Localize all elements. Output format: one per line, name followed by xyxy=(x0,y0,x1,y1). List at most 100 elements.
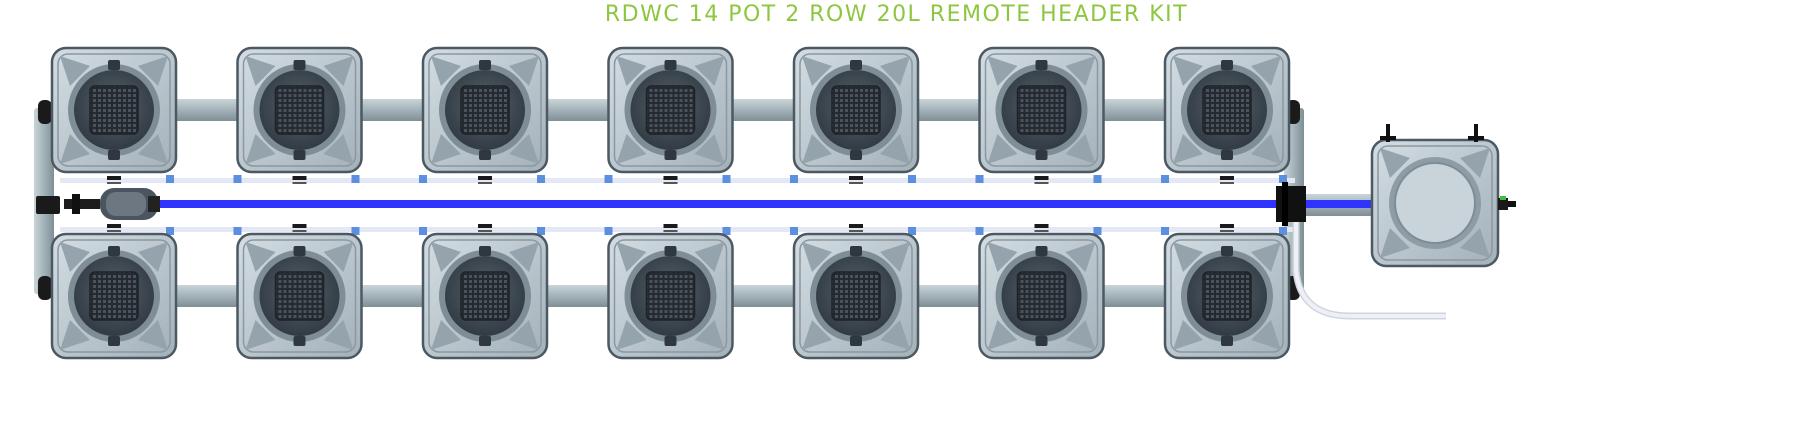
lid-tab xyxy=(293,60,306,70)
air-clip xyxy=(908,227,916,235)
pot-icon xyxy=(50,46,178,174)
pot-corner xyxy=(323,56,354,86)
pot-corner xyxy=(431,320,461,350)
pot-rim xyxy=(428,53,542,167)
grommet xyxy=(1220,230,1234,232)
pot-corner xyxy=(1065,242,1096,272)
grommet xyxy=(478,224,492,228)
pot-rim xyxy=(613,53,728,167)
tank-corner xyxy=(1460,228,1490,258)
pot-rim xyxy=(57,53,171,167)
grommet xyxy=(292,176,307,180)
air-clip xyxy=(975,227,984,235)
grommet xyxy=(107,230,121,232)
header-tank-icon xyxy=(1370,138,1500,268)
pot-corner xyxy=(880,320,910,350)
header-fitting xyxy=(1380,136,1396,140)
lid-tab xyxy=(664,246,677,256)
pot-rim xyxy=(799,239,913,353)
grommet xyxy=(478,230,492,232)
grommet xyxy=(849,230,863,232)
air-clip xyxy=(1161,227,1169,235)
lid-tab xyxy=(108,150,120,160)
grommet xyxy=(663,224,678,228)
lid-tab xyxy=(664,336,677,346)
pot-corner xyxy=(431,56,461,86)
pot-icon xyxy=(1163,232,1291,360)
pot-corner xyxy=(802,134,832,164)
pot-corner xyxy=(431,242,461,272)
valve-icon xyxy=(72,194,80,214)
grommet xyxy=(1220,182,1234,184)
pot-corner xyxy=(60,242,90,272)
lid-tab xyxy=(108,336,120,346)
pot-corner xyxy=(431,134,461,164)
lid-tab xyxy=(479,336,491,346)
pot-corner xyxy=(1251,320,1281,350)
pot-corner xyxy=(1173,320,1203,350)
net-cup-icon xyxy=(274,85,325,135)
lid-tab xyxy=(108,60,120,70)
pot-rim xyxy=(57,239,171,353)
air-clip xyxy=(975,175,984,183)
air-clip xyxy=(537,227,545,235)
pump-body xyxy=(106,192,146,216)
pot-corner xyxy=(987,242,1018,272)
air-clip xyxy=(537,175,545,183)
pot-icon xyxy=(792,232,920,360)
pump-outlet xyxy=(148,196,160,212)
header-fitting xyxy=(1474,124,1478,142)
lid-tab xyxy=(850,150,862,160)
pot-icon xyxy=(421,46,549,174)
air-clip xyxy=(419,175,427,183)
lid-tab xyxy=(1221,60,1233,70)
feed-lines xyxy=(60,175,1446,320)
grommet xyxy=(849,182,863,184)
header-lid xyxy=(1394,162,1476,244)
air-clip xyxy=(1093,175,1102,183)
air-clip xyxy=(1161,175,1169,183)
grommet xyxy=(478,176,492,180)
pot-icon xyxy=(1163,46,1291,174)
pot-corner xyxy=(1251,242,1281,272)
net-cup-icon xyxy=(1202,85,1252,135)
left-tee xyxy=(36,196,60,214)
grommet xyxy=(663,230,678,232)
pot-icon xyxy=(978,232,1105,360)
grommet xyxy=(1034,230,1049,232)
net-cup-icon xyxy=(1202,271,1252,321)
grommet xyxy=(1034,224,1049,228)
pot-corner xyxy=(138,242,168,272)
lid-tab xyxy=(1035,150,1048,160)
grommet xyxy=(849,224,863,228)
pot-corner xyxy=(60,320,90,350)
pot-corner xyxy=(1065,134,1096,164)
header-side-fitting-green xyxy=(1500,196,1506,200)
left-elbow-bottom xyxy=(38,276,52,300)
net-cup-icon xyxy=(645,85,696,135)
net-cup-icon xyxy=(831,271,881,321)
lid-tab xyxy=(664,60,677,70)
lid-tab xyxy=(1221,246,1233,256)
grommet xyxy=(663,182,678,184)
header-tank-group xyxy=(1370,124,1516,268)
air-line-top xyxy=(60,178,1295,183)
net-cup-icon xyxy=(1016,85,1067,135)
pot-rim xyxy=(242,239,357,353)
pot-corner xyxy=(802,56,832,86)
header-side-fitting-tip xyxy=(1508,201,1516,207)
grommet xyxy=(849,176,863,180)
pot-array xyxy=(50,46,1291,360)
pot-corner xyxy=(1065,56,1096,86)
header-side-fitting xyxy=(1498,198,1508,210)
pot-icon xyxy=(607,232,734,360)
pot-corner xyxy=(138,320,168,350)
pot-corner xyxy=(694,134,725,164)
pot-icon xyxy=(421,232,549,360)
left-elbow-top xyxy=(38,100,52,124)
pot-corner xyxy=(60,134,90,164)
grommet xyxy=(107,224,121,228)
lid-tab xyxy=(479,246,491,256)
pump-connector xyxy=(64,199,100,209)
lid-tab xyxy=(1035,60,1048,70)
